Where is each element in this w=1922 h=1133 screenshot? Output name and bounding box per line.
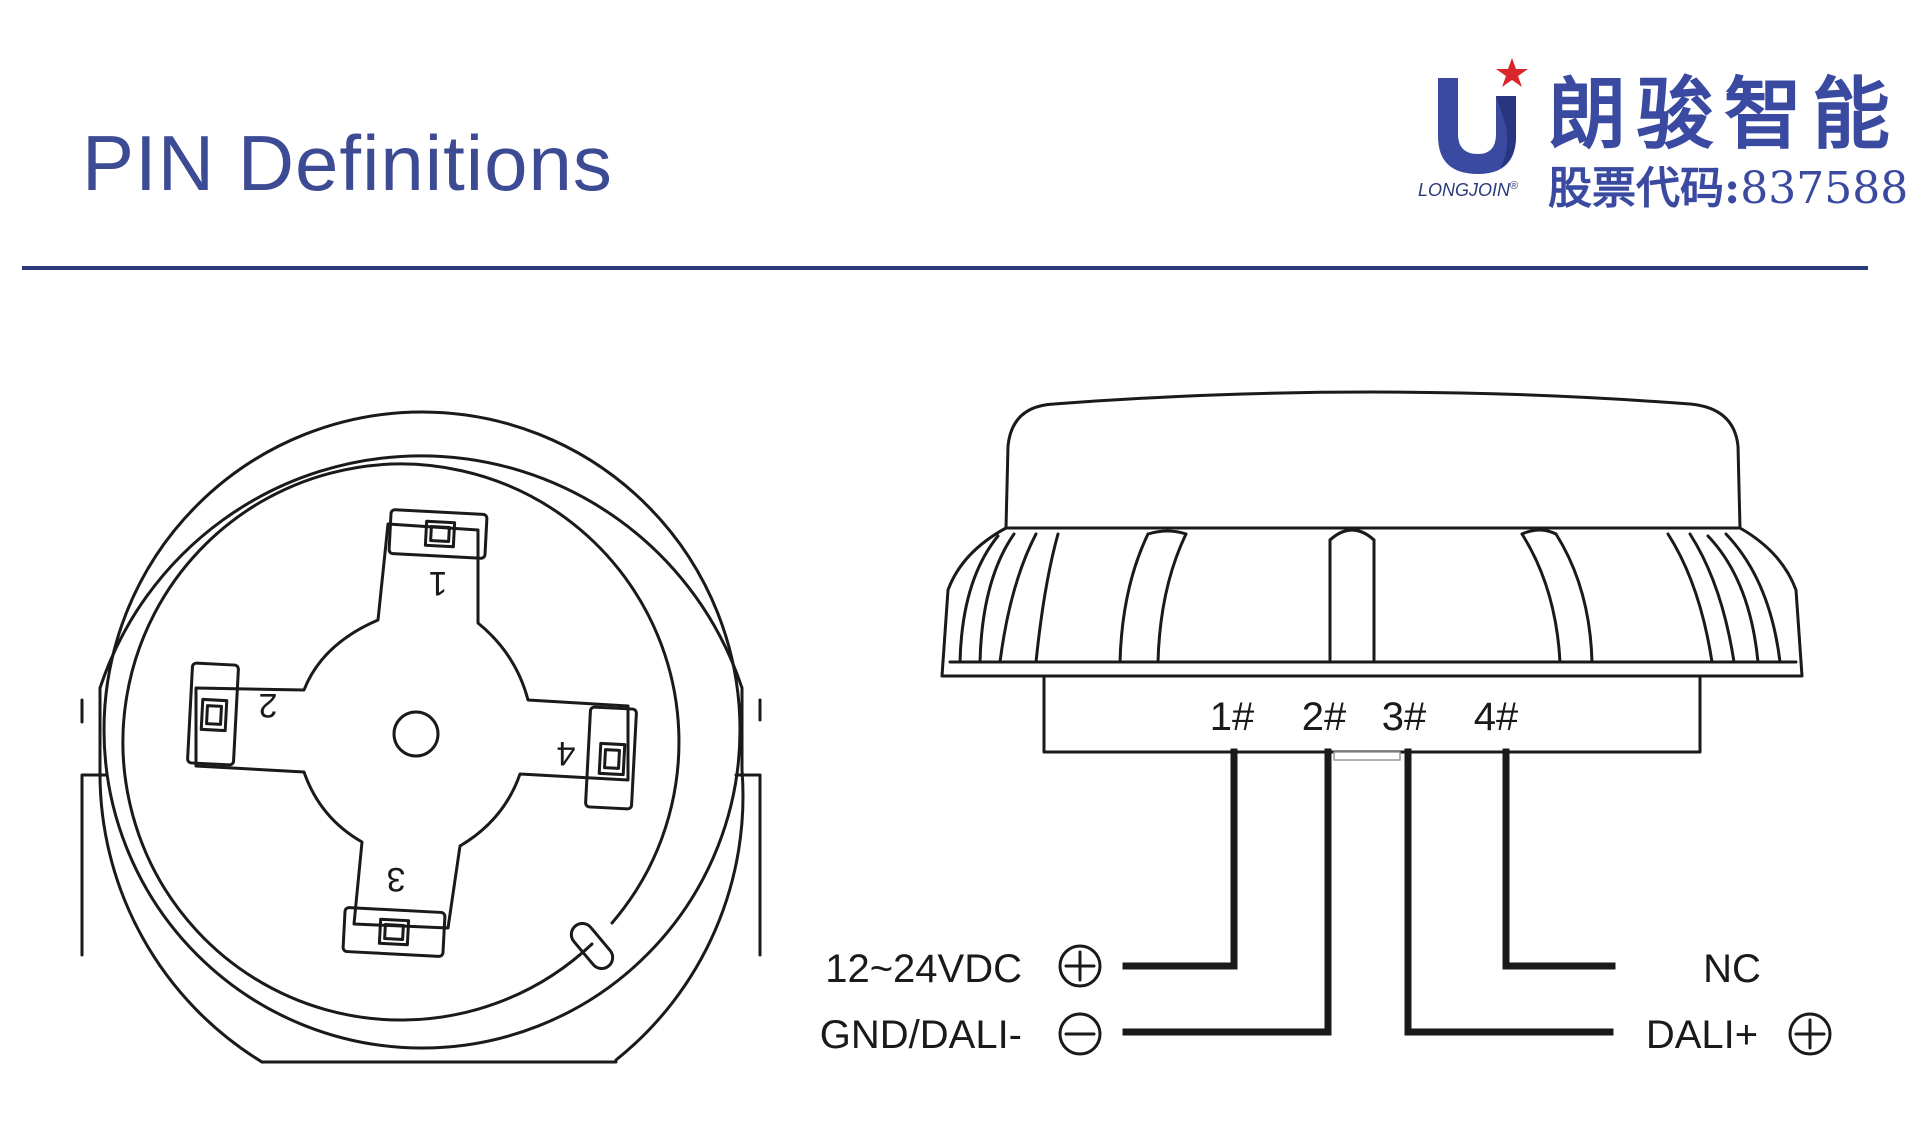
minus-icon-gnd: [1058, 1012, 1102, 1056]
logo-english-text: LONGJOIN: [1418, 180, 1511, 200]
rib-1b: [978, 532, 1016, 664]
rib-6a: [1666, 532, 1714, 664]
rib-1a: [958, 534, 1000, 664]
rib-7a: [1706, 534, 1760, 664]
bottom-pin-number-3: 3: [387, 860, 406, 898]
ribbed-flange: [940, 526, 1804, 678]
side-view-drawing: [940, 390, 1804, 754]
wires: [1122, 748, 1616, 1036]
bottom-pin-number-2: 2: [259, 686, 278, 724]
rib-2a: [998, 532, 1038, 664]
rib-3b: [1156, 532, 1188, 664]
side-pin-label-3: 3#: [1382, 695, 1427, 739]
star-icon: [1496, 58, 1528, 87]
base-plate: [1042, 674, 1702, 754]
label-nc: NC: [1703, 947, 1761, 991]
logo-stock-code: 股票代码:837588: [1548, 152, 1908, 216]
rib-3a: [1118, 532, 1150, 664]
orientation-key: [569, 922, 615, 970]
stock-label: 股票代码:: [1548, 163, 1741, 214]
bottom-pin-number-1: 1: [429, 564, 448, 602]
stock-number: 837588: [1740, 163, 1909, 214]
company-logo: 朗骏智能 股票代码:837588 LONGJOIN®: [1410, 52, 1908, 214]
rib-3-cap: [1146, 529, 1188, 536]
header-divider: [22, 266, 1868, 270]
bottom-view-drawing: 1 2 3 4: [80, 410, 762, 1064]
center-hole: [392, 710, 440, 758]
inner-ring-2: [121, 462, 681, 1022]
rib-4-cap: [1328, 528, 1376, 542]
side-pin-label-1: 1#: [1210, 695, 1255, 739]
logo-english-name: LONGJOIN®: [1418, 180, 1518, 201]
contact-pad-2: [186, 661, 240, 767]
label-gnd-dali-minus: GND/DALI-: [820, 1013, 1022, 1057]
wire-pin-3: [1404, 748, 1614, 1036]
contact-pad-3: [341, 906, 447, 958]
contact-pad-4: [584, 705, 638, 811]
outer-ring-right-low: [614, 768, 745, 1062]
side-pin-label-2: 2#: [1302, 695, 1347, 739]
wire-gap-insulator: [1333, 751, 1401, 761]
wire-pin-4: [1502, 748, 1616, 970]
dome-top: [1004, 390, 1742, 530]
rib-7b: [1724, 532, 1782, 664]
registered-mark: ®: [1510, 180, 1519, 192]
rib-6b: [1688, 532, 1736, 664]
logo-chinese-name: 朗骏智能: [1548, 69, 1901, 160]
plus-icon-power: [1058, 944, 1102, 988]
label-dali-plus: DALI+: [1646, 1013, 1758, 1057]
rib-5-cap: [1520, 528, 1558, 536]
inner-ring-1: [102, 410, 742, 1050]
page-title: PIN Definitions: [82, 119, 613, 207]
label-power: 12~24VDC: [825, 947, 1022, 991]
wire-pin-2: [1122, 748, 1332, 1036]
outer-ring-left-low: [98, 768, 264, 1064]
contact-pad-1: [387, 508, 489, 560]
right-side-step: [734, 773, 762, 957]
bottom-pin-number-4: 4: [557, 734, 576, 772]
plus-icon-dali: [1788, 1012, 1832, 1056]
rib-5a: [1520, 532, 1562, 664]
wire-pin-1: [1122, 748, 1238, 970]
rib-5b: [1554, 532, 1594, 664]
side-pin-label-4: 4#: [1474, 695, 1519, 739]
rib-2b: [1034, 532, 1060, 664]
cross-contact-carrier: [194, 522, 630, 930]
outer-ring-top: [98, 454, 744, 690]
left-side-step: [80, 773, 108, 957]
longjoin-u-logo-icon: [1438, 58, 1528, 174]
